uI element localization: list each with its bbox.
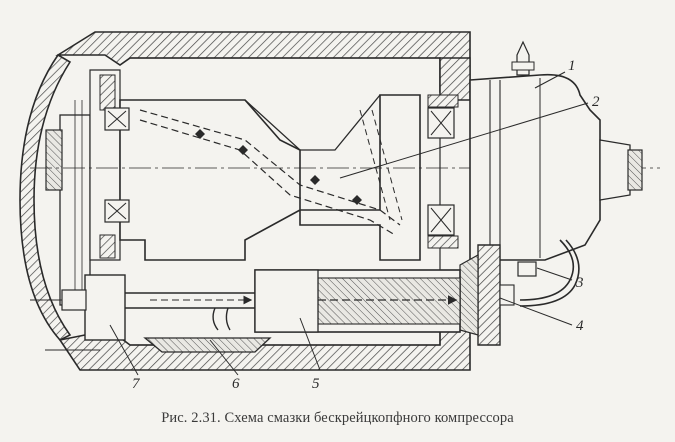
callout-1: 1	[568, 58, 576, 74]
figure-caption: Рис. 2.31. Схема смазки бескрейцкопфного…	[161, 410, 514, 426]
filter-flange	[459, 244, 515, 346]
callout-leaders	[109, 71, 589, 376]
callout-6: 6	[232, 376, 240, 392]
end-cover	[45, 69, 121, 310]
callout-2: 2	[592, 94, 600, 110]
oil-channels	[139, 109, 403, 236]
callout-7: 7	[132, 376, 141, 392]
callout-4: 4	[576, 318, 584, 334]
callout-5: 5	[312, 376, 320, 392]
compressor-drawing: 1 2 3 4 5 6 7	[19, 31, 660, 392]
oil-suction-line	[120, 292, 272, 353]
crankshaft	[104, 94, 459, 261]
oil-filter	[254, 269, 461, 333]
callout-3: 3	[575, 275, 584, 291]
oil-pump-housing	[469, 40, 643, 261]
oil-pump-gear	[30, 274, 126, 351]
oil-return-pipe	[517, 239, 580, 307]
